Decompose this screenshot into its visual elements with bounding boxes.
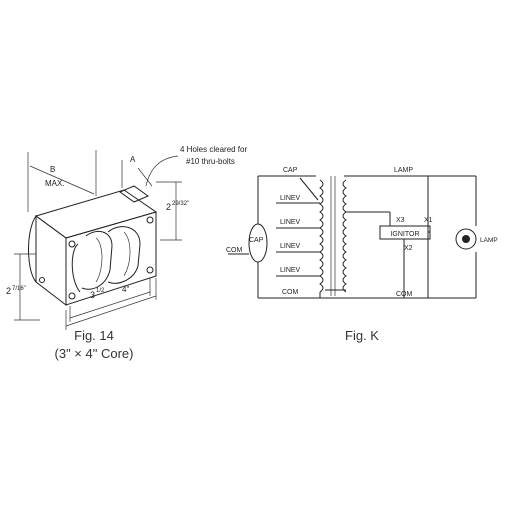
dim-max-label: MAX. [45,179,65,188]
primary-coil [319,179,324,293]
dim-width-line [65,295,157,327]
label-lamp-side: LAMP [480,237,498,244]
dim-mount-line [69,291,151,319]
dim-b-label: B [50,165,55,174]
fig14-subcaption: (3" × 4" Core) [55,346,134,361]
label-cap-top: CAP [283,167,298,174]
coil-right-outline [107,226,141,284]
label-x2: X2 [404,245,413,252]
label-com-side: COM [226,247,243,254]
dim-mount-whole: 3 [90,290,95,300]
lamp-filament [462,235,470,243]
capacitor [248,223,268,263]
bolt-hole-bottom-right [146,266,154,274]
label-linev-2: LINEV [280,219,301,226]
core-top-face [34,189,158,239]
lamp-symbol [455,228,477,250]
bolt-hole-top-left [68,240,76,248]
bolt-hole-bottom-left [68,292,76,300]
label-com-bottom-right: COM [396,291,413,298]
coil-left-outline [71,243,81,293]
label-cap-side: CAP [249,237,264,244]
holes-note-line1: 4 Holes cleared for [180,145,247,154]
label-linev-4: LINEV [280,267,301,274]
coil-inner-line [95,237,103,283]
label-ignitor: IGNITOR [390,231,419,238]
label-lamp-top: LAMP [394,167,413,174]
secondary-coil [342,179,347,293]
fig14-caption: Fig. 14 [74,328,114,343]
dim-height-frac: 29/32" [172,201,189,207]
holes-leader [145,155,179,187]
coil-middle-outline [81,230,113,290]
bolt-hole-top-right [146,216,154,224]
cap-switch-line [299,177,319,201]
coil-inner-line-2 [123,231,131,277]
core-front-face [65,211,157,306]
core-left-curve [28,215,37,283]
dim-width-label: 4" [122,285,129,294]
label-linev-3: LINEV [280,243,301,250]
figK-schematic [228,175,477,299]
label-x3: X3 [396,217,405,224]
dim-b-line [29,165,95,195]
core-left-face [35,215,67,307]
label-x1: X1 [424,217,433,224]
dim-side-frac: 7/16" [12,286,26,292]
label-com-bottom-left: COM [282,289,299,296]
dim-a-line [137,167,153,187]
figK-caption: Fig. K [345,328,379,343]
fig14-transformer-drawing [14,150,182,330]
bolt-hole-side [39,277,45,283]
holes-note-line2: #10 thru-bolts [186,157,235,166]
dim-mount-frac: 1/2 [96,288,105,294]
dim-side-whole: 2 [6,286,11,296]
dim-height-whole: 2 [166,202,171,212]
label-linev-1: LINEV [280,195,301,202]
dim-a-label: A [130,155,136,164]
top-tab [118,185,150,203]
